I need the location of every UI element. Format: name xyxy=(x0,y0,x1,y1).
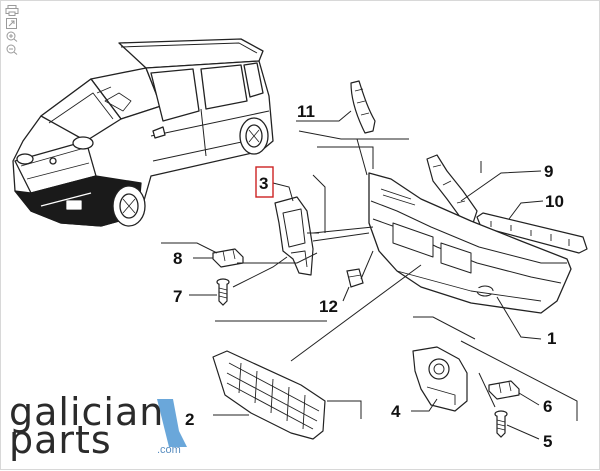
logo-line1: galician xyxy=(9,390,164,434)
callout-1[interactable]: 1 xyxy=(547,329,556,348)
callout-2[interactable]: 2 xyxy=(185,410,194,429)
viewer-toolbar xyxy=(3,3,23,55)
callout-11[interactable]: 11 xyxy=(297,102,315,121)
callout-4[interactable]: 4 xyxy=(391,402,401,421)
part-7-screw[interactable] xyxy=(216,278,230,306)
part-5-screw[interactable] xyxy=(494,410,508,438)
part-3-bracket[interactable] xyxy=(274,196,319,276)
print-icon[interactable] xyxy=(5,5,19,16)
leader-lines xyxy=(161,110,578,440)
part-8-clip[interactable] xyxy=(212,248,244,268)
callout-3-highlight xyxy=(255,166,274,198)
logo-suffix: .com xyxy=(157,444,181,456)
part-12-clip[interactable] xyxy=(346,268,364,288)
part-11-bracket[interactable] xyxy=(350,80,376,134)
callout-10[interactable]: 10 xyxy=(545,192,564,211)
logo-line2: parts xyxy=(9,418,112,462)
part-1-bumper[interactable] xyxy=(368,172,572,314)
callout-8[interactable]: 8 xyxy=(173,249,182,268)
callout-7[interactable]: 7 xyxy=(173,287,182,306)
callout-6[interactable]: 6 xyxy=(543,397,552,416)
part-10-reinforcement[interactable] xyxy=(476,212,588,254)
callout-12[interactable]: 12 xyxy=(319,297,338,316)
galicianparts-logo: galician parts .com xyxy=(9,390,187,462)
part-9-bracket[interactable] xyxy=(426,154,478,224)
part-4-bracket[interactable] xyxy=(412,346,468,412)
zoom-in-icon[interactable] xyxy=(5,31,19,42)
callout-3[interactable]: 3 xyxy=(259,174,268,193)
car-illustration xyxy=(12,38,274,227)
logo-accent-shape xyxy=(157,399,187,447)
part-6-clip[interactable] xyxy=(488,380,520,400)
fullscreen-icon[interactable] xyxy=(5,18,19,29)
zoom-out-icon[interactable] xyxy=(5,44,19,55)
callout-9[interactable]: 9 xyxy=(544,162,553,181)
part-2-grille[interactable] xyxy=(212,350,326,440)
callout-5[interactable]: 5 xyxy=(543,432,552,451)
